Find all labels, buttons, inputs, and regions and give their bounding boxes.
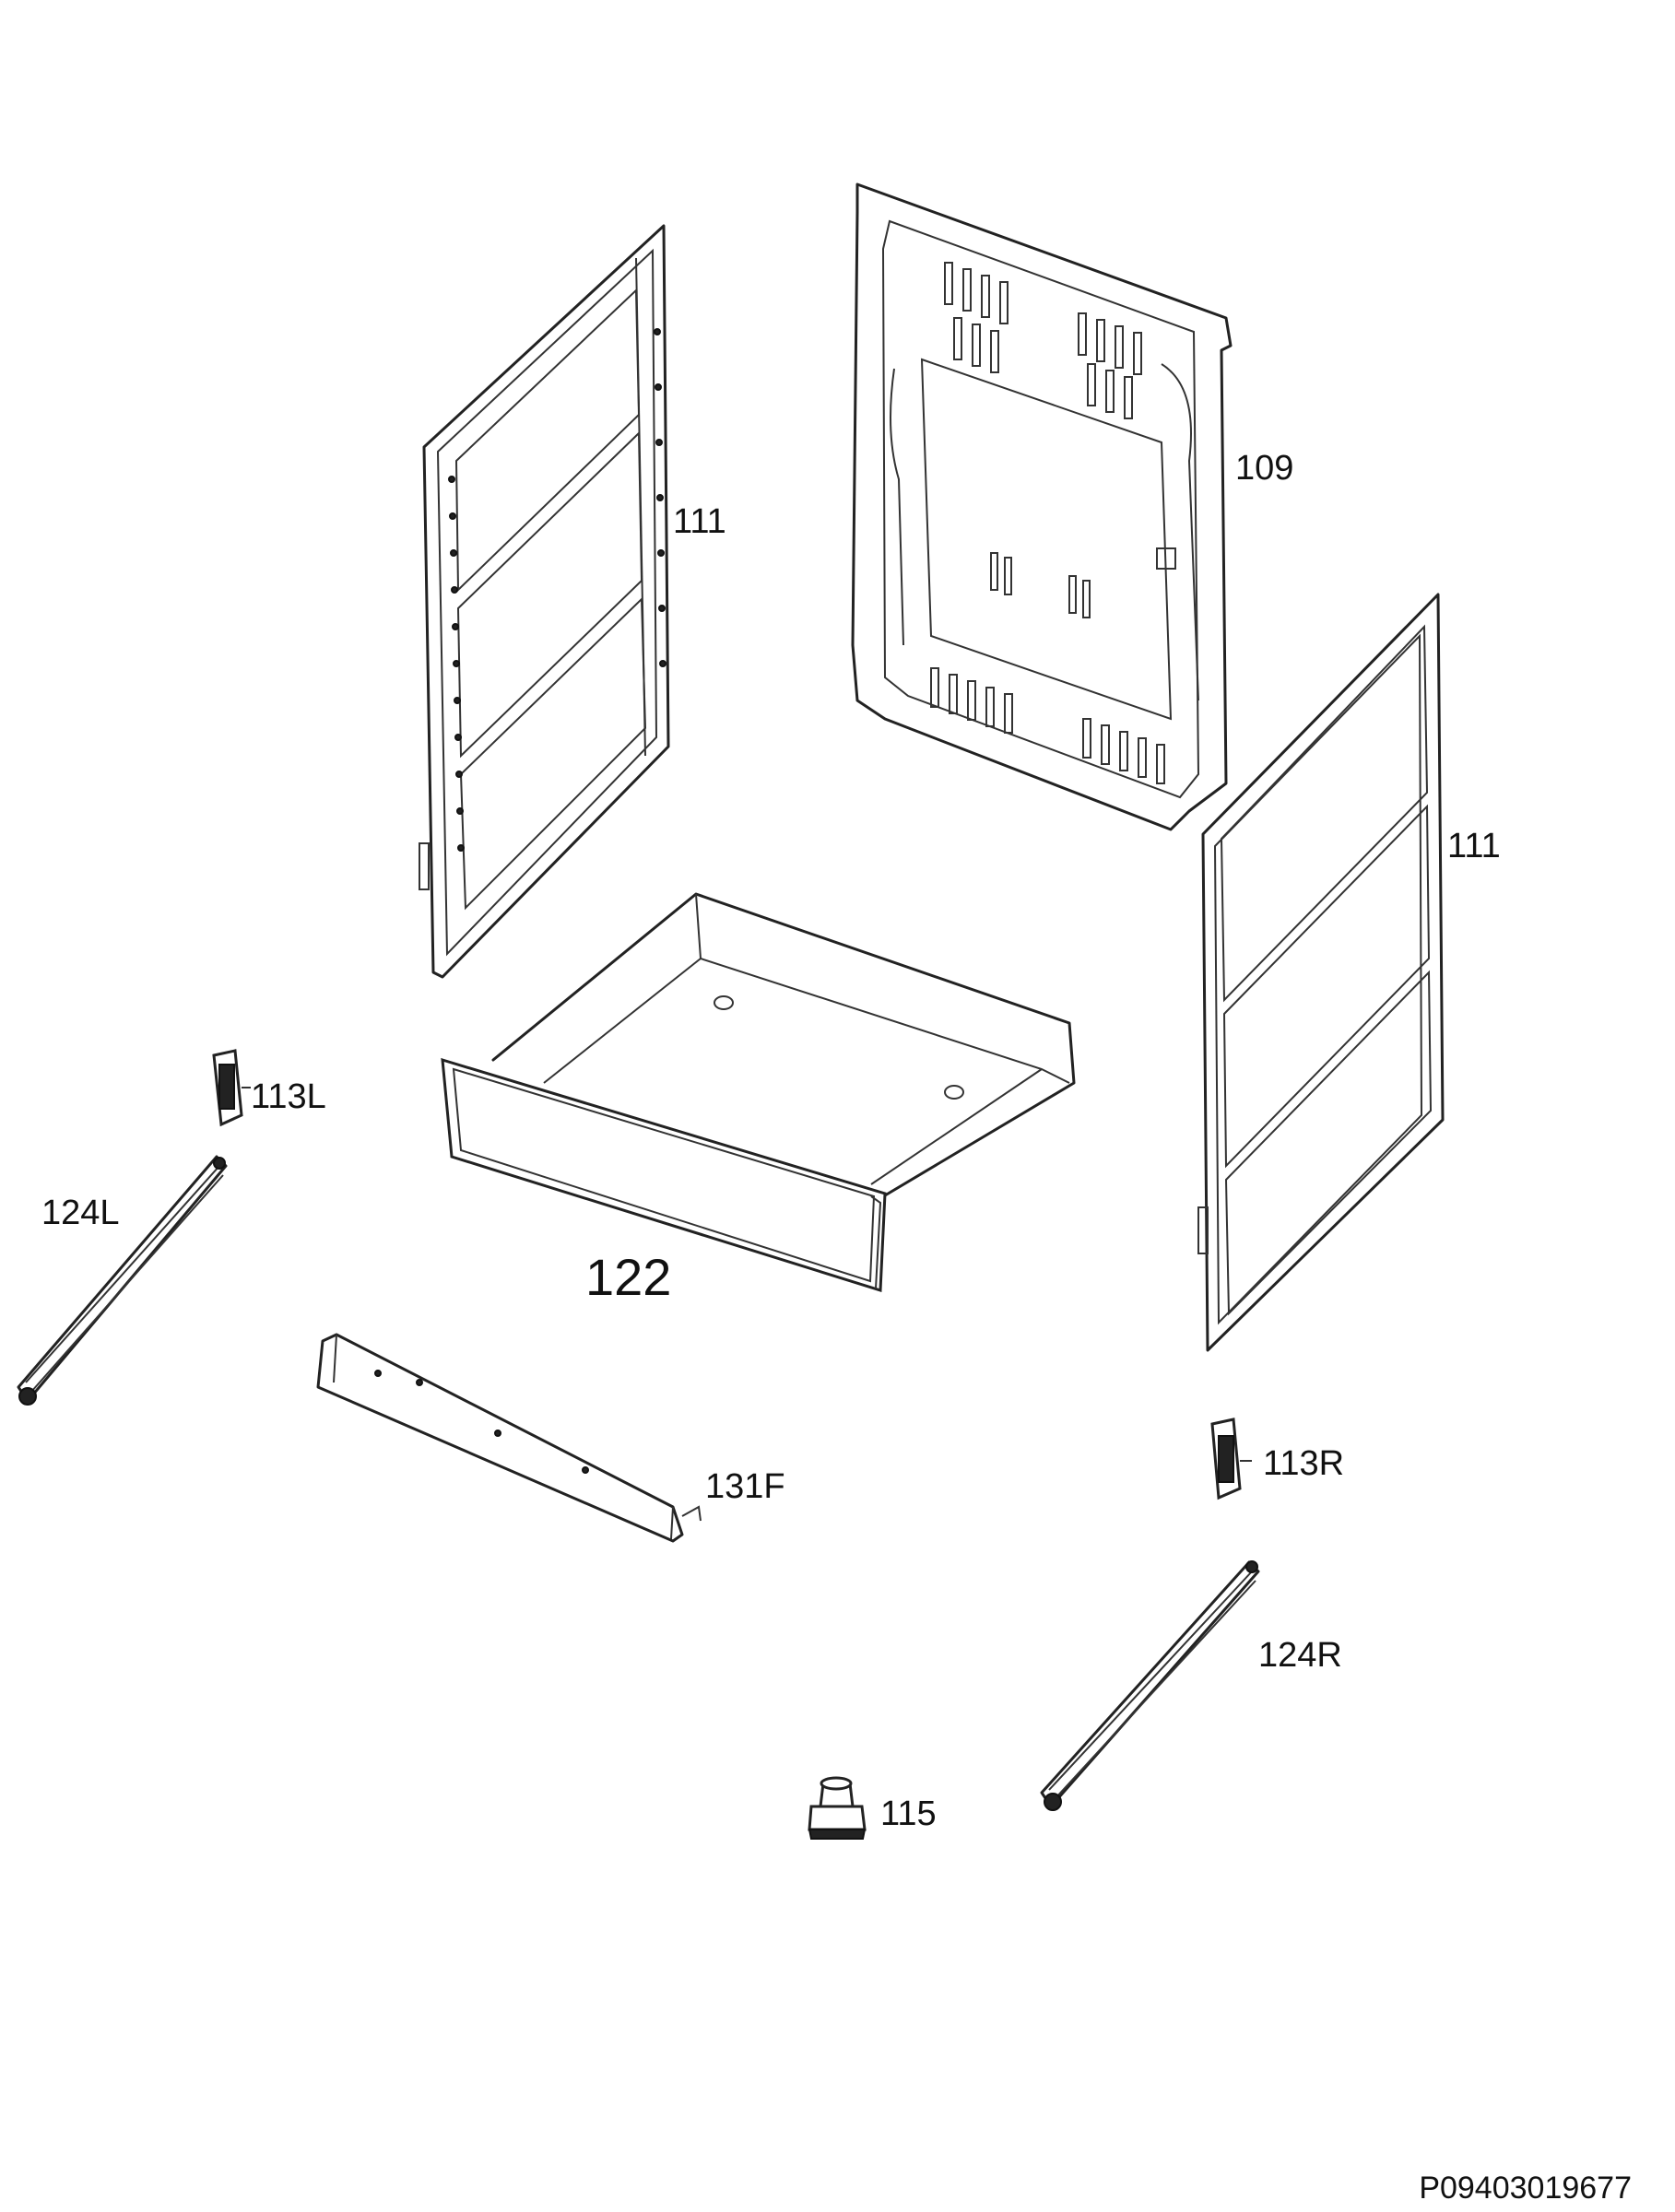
part-122-drawer [441, 892, 1076, 1293]
label-111-right: 111 [1447, 827, 1501, 865]
vent-slots-bottom-right [1082, 718, 1165, 784]
part-115-adjustable-foot [808, 1776, 867, 1840]
label-131F: 131F [705, 1467, 785, 1506]
part-113L-hinge-left [212, 1049, 251, 1127]
label-124L: 124L [41, 1194, 120, 1232]
part-124L-runner-left [17, 1155, 228, 1406]
label-109: 109 [1235, 449, 1293, 488]
left-panel-hole-row [448, 328, 666, 852]
label-111-left: 111 [673, 502, 726, 541]
vent-slots-middle [990, 547, 1176, 618]
vent-slots-top-left [944, 262, 1009, 373]
part-124R-runner-right [1040, 1560, 1260, 1811]
part-131F-front-rail [316, 1333, 702, 1543]
part-109-back-panel [851, 182, 1233, 831]
vent-slots-top-right [1078, 312, 1142, 419]
label-122: 122 [585, 1248, 671, 1306]
label-124R: 124R [1258, 1636, 1342, 1675]
part-111-right-side-panel [1197, 593, 1445, 1352]
part-111-left-side-panel [419, 224, 670, 979]
label-115: 115 [880, 1794, 937, 1833]
part-113R-hinge-right [1210, 1418, 1252, 1500]
label-113R: 113R [1263, 1444, 1344, 1483]
vent-slots-bottom-left [930, 667, 1013, 734]
drawing-code: P09403019677 [1419, 2171, 1632, 2206]
drawer-front-panel [441, 1057, 887, 1293]
label-113L: 113L [251, 1077, 326, 1116]
